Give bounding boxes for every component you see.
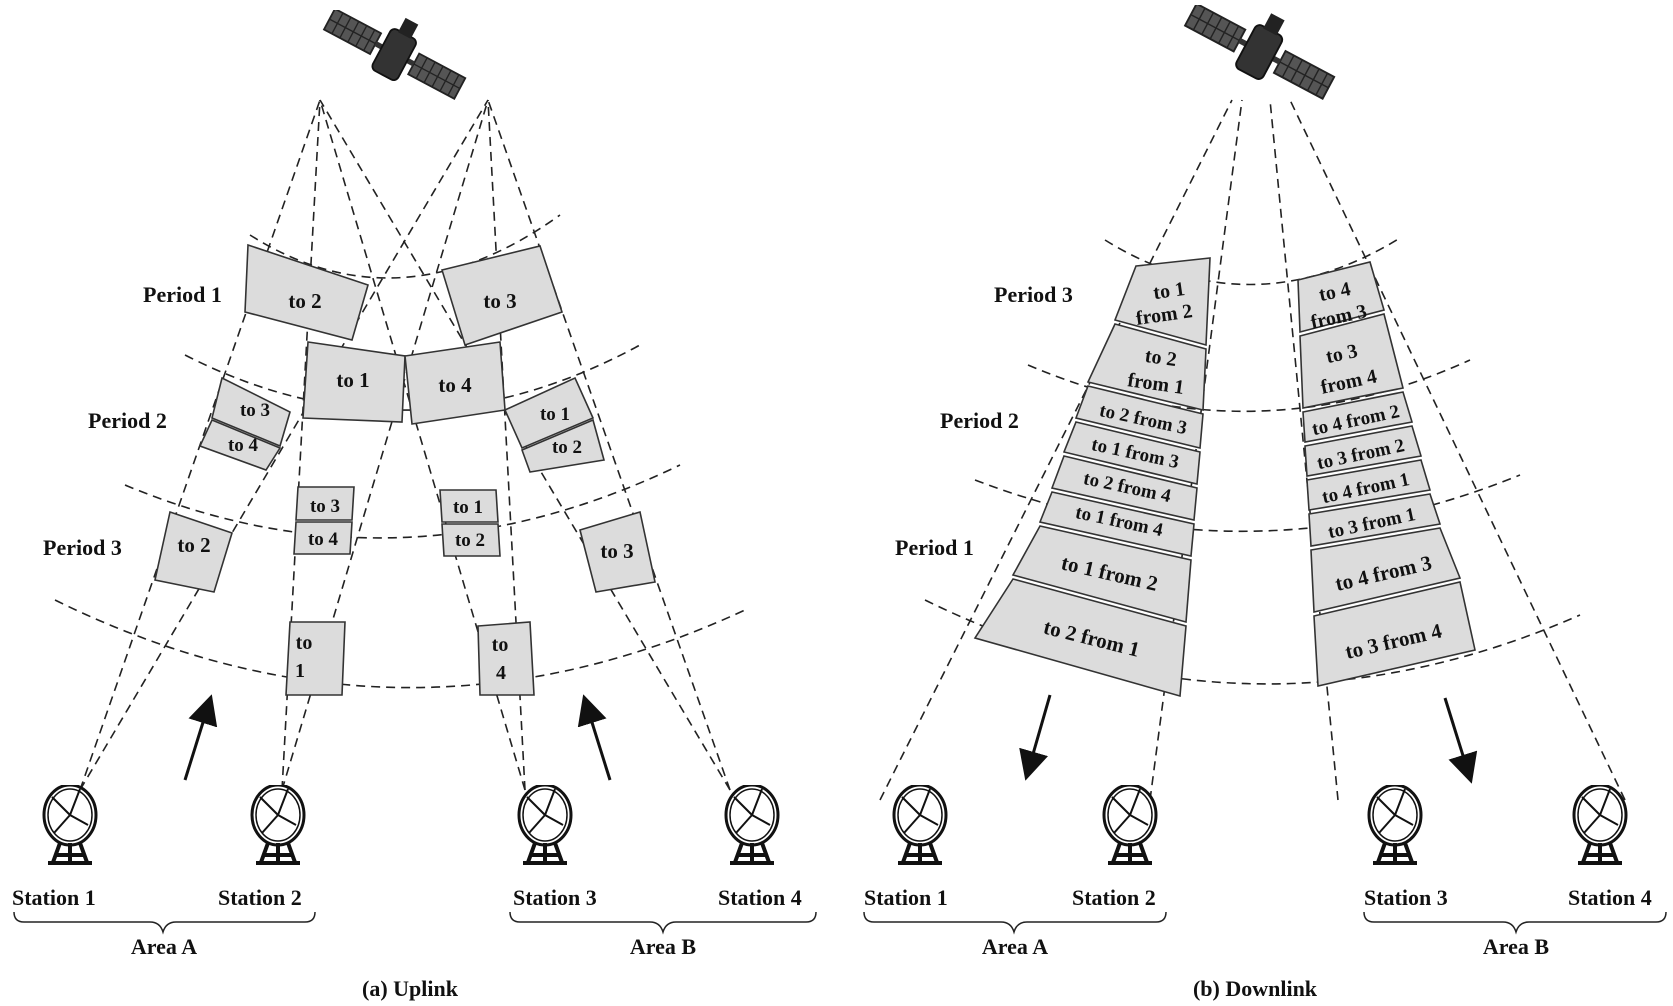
uplink-area-a-label: Area A bbox=[131, 934, 197, 959]
uplink-direction-arrow-icon bbox=[577, 694, 612, 781]
downlink-direction-arrow-icon bbox=[1019, 694, 1052, 781]
uplink-beams bbox=[79, 99, 731, 791]
uplink-period-1-label: Period 1 bbox=[143, 282, 222, 307]
uplink-packet-s2-p1: to 1 bbox=[336, 368, 369, 392]
dish-antenna-icon bbox=[724, 785, 780, 865]
downlink-a-packet-1-line1: to 1 bbox=[1152, 278, 1186, 304]
downlink-station-1-label: Station 1 bbox=[864, 885, 948, 910]
uplink-packet-s2-p2a: to 3 bbox=[310, 496, 340, 517]
uplink-packet-s4-p3: to 3 bbox=[600, 539, 633, 563]
uplink-packet-s3-p2a: to 1 bbox=[453, 497, 483, 518]
uplink-area-b-label: Area B bbox=[630, 934, 697, 959]
uplink-station-1-label: Station 1 bbox=[12, 885, 96, 910]
dish-antenna-icon bbox=[1367, 785, 1423, 865]
downlink-direction-arrow-icon bbox=[1443, 697, 1478, 784]
area-brace bbox=[509, 911, 817, 935]
area-brace bbox=[13, 911, 316, 935]
uplink-packet-s2-p3a: to bbox=[296, 632, 313, 654]
uplink-period-2-label: Period 2 bbox=[88, 408, 167, 433]
downlink-period-3-label: Period 3 bbox=[994, 282, 1073, 307]
uplink-station-3-label: Station 3 bbox=[513, 885, 597, 910]
downlink-caption: (b) Downlink bbox=[1193, 976, 1318, 1001]
uplink-packet-s2-p3b: 1 bbox=[295, 660, 305, 682]
downlink-beams bbox=[879, 99, 1626, 801]
downlink-beam-b-packets bbox=[1297, 261, 1476, 687]
downlink-period-2-label: Period 2 bbox=[940, 408, 1019, 433]
dish-antenna-icon bbox=[1572, 785, 1628, 865]
area-brace bbox=[1363, 911, 1667, 935]
uplink-packet-s3-p3a: to bbox=[492, 634, 509, 656]
uplink-caption: (a) Uplink bbox=[362, 976, 459, 1001]
uplink-packet-s1-p2a: to 3 bbox=[240, 400, 270, 421]
uplink-direction-arrow-icon bbox=[183, 694, 218, 781]
uplink-packet-s2-p2b: to 4 bbox=[308, 529, 339, 550]
downlink-a-packet-2-line1: to 2 bbox=[1144, 345, 1178, 371]
dish-antenna-icon bbox=[42, 785, 98, 865]
satellite-icon bbox=[1177, 5, 1345, 100]
uplink-packet-s4-p2b: to 2 bbox=[552, 437, 582, 458]
uplink-packets bbox=[154, 243, 656, 696]
uplink-packet-s4-p2a: to 1 bbox=[540, 404, 570, 425]
downlink-period-1-label: Period 1 bbox=[895, 535, 974, 560]
downlink-station-4-label: Station 4 bbox=[1568, 885, 1652, 910]
downlink-panel: to 1 from 2 to 2 from 1 to 2 from 3 to 1… bbox=[863, 5, 1667, 1001]
downlink-area-b-label: Area B bbox=[1483, 934, 1550, 959]
dish-antenna-icon bbox=[250, 785, 306, 865]
uplink-panel: to 2 to 3 to 1 to 4 to 3 to 4 to 1 to 2 … bbox=[12, 10, 817, 1001]
dish-antenna-icon bbox=[1102, 785, 1158, 865]
dish-antenna-icon bbox=[517, 785, 573, 865]
dish-antenna-icon bbox=[892, 785, 948, 865]
area-brace bbox=[863, 911, 1167, 935]
downlink-beam-a-packets bbox=[973, 257, 1211, 698]
uplink-period-3-label: Period 3 bbox=[43, 535, 122, 560]
uplink-station-4-label: Station 4 bbox=[718, 885, 802, 910]
downlink-area-a-label: Area A bbox=[982, 934, 1048, 959]
downlink-station-2-label: Station 2 bbox=[1072, 885, 1156, 910]
uplink-packet-s1-p2b: to 4 bbox=[228, 435, 259, 456]
uplink-packet-s3-p2b: to 2 bbox=[455, 530, 485, 551]
uplink-packet-s3-p1: to 4 bbox=[438, 373, 472, 397]
uplink-station-2-label: Station 2 bbox=[218, 885, 302, 910]
uplink-packet-s3-p3b: 4 bbox=[496, 662, 506, 684]
downlink-station-3-label: Station 3 bbox=[1364, 885, 1448, 910]
uplink-packet-s1-p1: to 2 bbox=[288, 289, 321, 313]
uplink-packet-s1-p3: to 2 bbox=[177, 533, 210, 557]
satellite-icon bbox=[317, 10, 479, 100]
uplink-packet-s4-p1: to 3 bbox=[483, 289, 516, 313]
uplink-period-arcs bbox=[54, 214, 746, 689]
